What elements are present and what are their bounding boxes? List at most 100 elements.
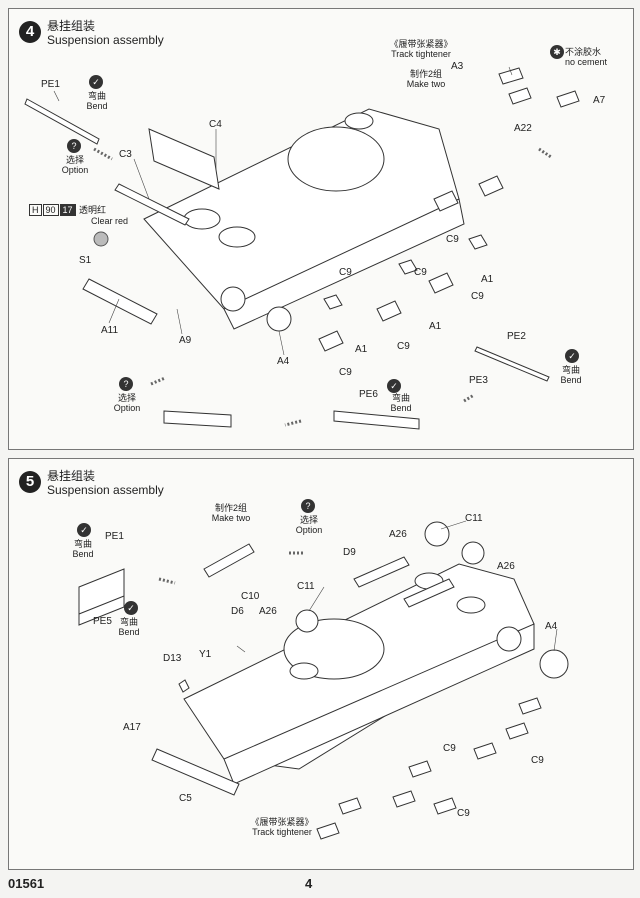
track-tightener-note: 《履带张紧器》 Track tightener [237, 817, 327, 837]
hatch-left [289, 662, 319, 680]
hull-side [223, 623, 535, 785]
step-number-badge: 5 [19, 471, 41, 493]
part-label: C9 [443, 743, 456, 754]
part-label: C9 [397, 341, 410, 352]
part-label: A3 [451, 61, 464, 72]
option-cn: 选择 [117, 393, 136, 403]
bend-cn: 弯曲 [73, 539, 92, 549]
option-en: Option [61, 165, 89, 175]
step-5-drawing [78, 520, 569, 840]
part-label: C9 [414, 267, 427, 278]
step-4-drawing [24, 66, 580, 430]
part-label: C4 [209, 119, 222, 130]
part-label: A26 [389, 529, 407, 540]
part-label: A1 [481, 274, 494, 285]
part-label: A4 [277, 356, 290, 367]
option-note: 选择 Option [55, 155, 95, 175]
part-label: C11 [297, 581, 315, 592]
c11-disk-right [461, 541, 485, 565]
part-label: A9 [179, 335, 192, 346]
nocement-en: no cement [565, 57, 608, 67]
option-icon: ? [67, 139, 81, 153]
step-title-cn: 悬挂组装 [47, 19, 96, 33]
option-bar [163, 410, 232, 428]
make-two-note: 制作2组 Make two [201, 503, 261, 523]
part-label: C3 [119, 149, 132, 160]
part-label: A1 [355, 344, 368, 355]
d13-part [178, 679, 190, 693]
track-cn: 《履带张紧器》 [389, 39, 453, 49]
drive-sprocket [220, 286, 246, 312]
color-cn: 透明红 [79, 205, 107, 215]
bend-cn: 弯曲 [561, 365, 580, 375]
part-label: PE1 [105, 531, 124, 542]
nocement-cn: 不涂胶水 [565, 47, 602, 57]
option-cn: 选择 [65, 155, 84, 165]
option-note: 选择 Option [289, 515, 329, 535]
part-label: A26 [259, 606, 277, 617]
color-en: Clear red [91, 216, 129, 226]
part-label: D6 [231, 606, 244, 617]
make-two-note: 制作2组 Make two [401, 69, 451, 89]
part-label: S1 [79, 255, 92, 266]
bend-cn: 弯曲 [119, 617, 138, 627]
bend-cn: 弯曲 [87, 91, 106, 101]
bend-note: 弯曲 Bend [79, 91, 115, 111]
no-cement-icon: ✱ [550, 45, 564, 59]
make-en: Make two [211, 513, 251, 523]
hatch [344, 112, 374, 130]
part-label: PE2 [507, 331, 526, 342]
bend-en: Bend [86, 101, 108, 111]
bend-note: 弯曲 Bend [383, 393, 419, 413]
track-en: Track tightener [391, 49, 451, 59]
make-en: Make two [406, 79, 446, 89]
part-label: C9 [457, 808, 470, 819]
arrow-pe3 [463, 393, 475, 403]
c3-rod [114, 183, 190, 226]
part-label: C5 [179, 793, 192, 804]
a11-fender [82, 278, 158, 325]
clear-red-lens [93, 231, 109, 247]
bend-icon: ✓ [387, 379, 401, 393]
option-note: 选择 Option [107, 393, 147, 413]
d9-track-b [403, 578, 455, 608]
part-label: C9 [531, 755, 544, 766]
part-label: A11 [101, 325, 119, 336]
page-number: 4 [305, 876, 313, 891]
bend-en: Bend [560, 375, 582, 385]
suspension-arms [318, 175, 504, 352]
part-label: C9 [339, 267, 352, 278]
c11-disk-left [295, 609, 319, 633]
make-cn: 制作2组 [214, 503, 247, 513]
idler-wheel [539, 649, 569, 679]
bend-icon: ✓ [565, 349, 579, 363]
bend-note: 弯曲 Bend [65, 539, 101, 559]
step-title-en: Suspension assembly [47, 33, 164, 47]
part-label: D9 [343, 547, 356, 558]
bend-note: 弯曲 Bend [111, 617, 147, 637]
arrow-pe [158, 577, 176, 585]
part-label: C11 [465, 513, 483, 524]
color-n2: 17 [59, 204, 76, 216]
bend-icon: ✓ [77, 523, 91, 537]
bend-cn: 弯曲 [391, 393, 410, 403]
part-label: A1 [429, 321, 442, 332]
arrow-pe1 [93, 147, 113, 161]
hatch-right [456, 596, 486, 614]
part-label: A4 [545, 621, 558, 632]
bend-en: Bend [390, 403, 412, 413]
option-cn: 选择 [299, 515, 318, 525]
part-label: A17 [123, 722, 141, 733]
bend-en: Bend [118, 627, 140, 637]
step-number-badge: 4 [19, 21, 41, 43]
bend-en: Bend [72, 549, 94, 559]
pe6-strip [333, 410, 420, 430]
make-cn: 制作2组 [409, 69, 442, 79]
option-icon: ? [301, 499, 315, 513]
product-code: 01561 [8, 876, 45, 891]
part-label: C10 [241, 591, 260, 602]
no-cement-note: 不涂胶水 no cement [565, 47, 615, 67]
c5-fender [151, 748, 240, 796]
pe1-strip [24, 98, 100, 145]
color-n1: 90 [42, 204, 59, 216]
